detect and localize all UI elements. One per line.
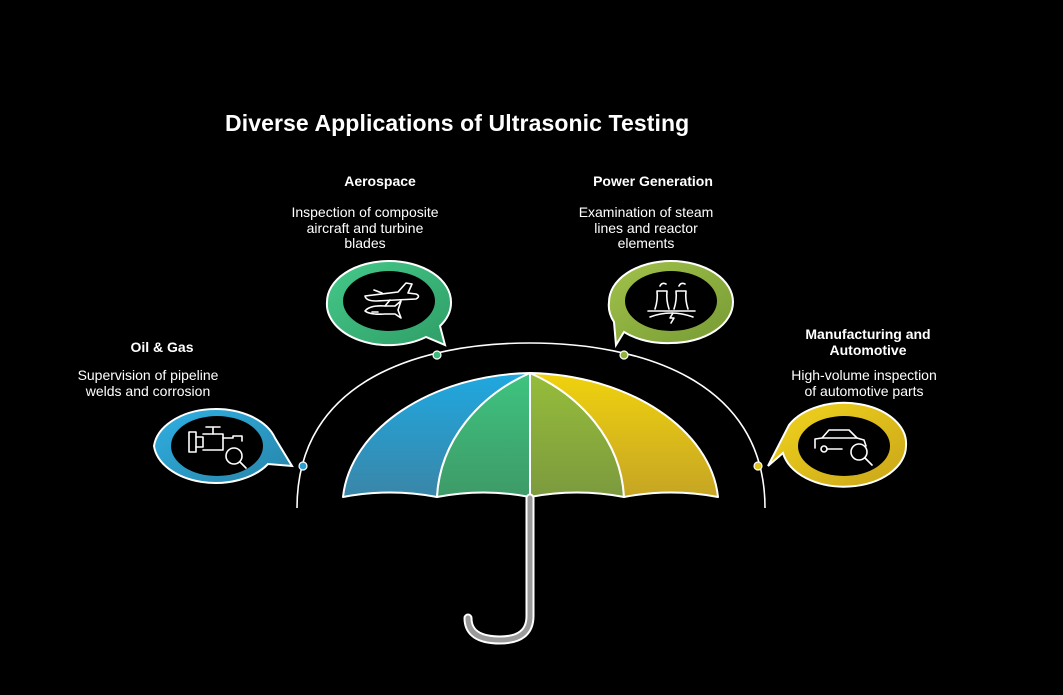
power-generation-bubble — [607, 260, 735, 349]
umbrella-handle — [463, 493, 535, 645]
diagram-title: Diverse Applications of Ultrasonic Testi… — [225, 110, 690, 136]
oil-gas-description: Supervision of pipeline welds and corros… — [77, 367, 219, 399]
pipeline-valve-inspection-icon — [188, 426, 247, 469]
aerospace-description: Inspection of composite aircraft and tur… — [291, 204, 439, 251]
manufacturing-description: High-volume inspection of automotive par… — [791, 367, 937, 399]
oil-gas-heading: Oil & Gas — [130, 339, 194, 355]
aerospace-heading: Aerospace — [344, 173, 416, 189]
manufacturing-heading: Manufacturing and Automotive — [805, 326, 931, 358]
aerospace-connector-dot — [432, 350, 442, 360]
aerospace-bubble — [325, 260, 453, 347]
aircraft-icon — [364, 282, 420, 319]
umbrella-handle-core — [465, 495, 533, 643]
canopy-segment-aerospace — [436, 372, 531, 498]
power-generation-description: Examination of steam lines and reactor e… — [578, 204, 714, 251]
oil-gas-connector-dot — [298, 461, 308, 471]
manufacturing-connector-dot — [753, 461, 763, 471]
outer-arc — [296, 342, 766, 509]
canopy-segment-manufacturing — [529, 372, 719, 498]
umbrella-canopy — [342, 372, 719, 498]
power-generation-connector-dot — [619, 350, 629, 360]
manufacturing-bubble — [767, 401, 908, 488]
car-inspection-icon — [814, 429, 873, 466]
power-generation-heading: Power Generation — [593, 173, 713, 189]
power-plant-icon — [647, 282, 696, 324]
oil-gas-bubble — [152, 407, 294, 484]
